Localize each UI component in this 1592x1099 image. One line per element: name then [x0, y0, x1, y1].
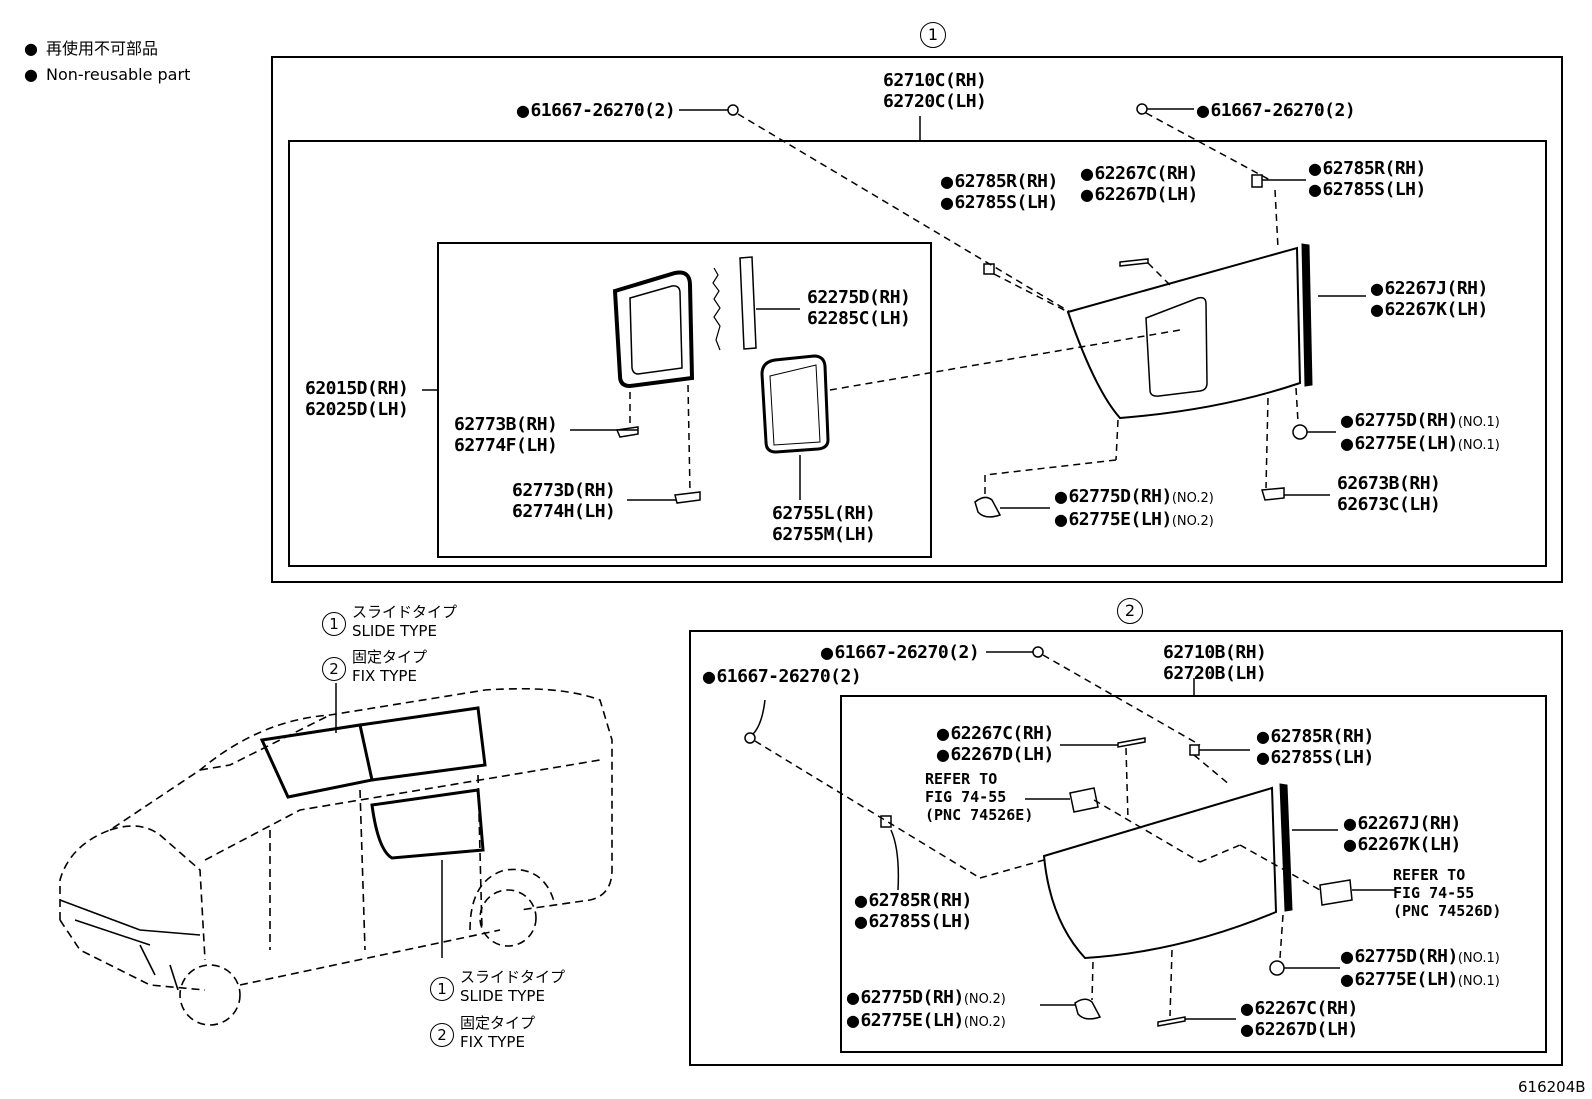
- panel-2-parts: [744, 646, 1395, 1027]
- stopper-no2-2-icon: [1074, 998, 1102, 1020]
- p2-clip-left-label: 61667-26270(2): [702, 666, 861, 687]
- fix-window-glass-icon: [1042, 786, 1278, 960]
- panel-1-inner-frame: [288, 140, 1547, 567]
- stopper-no2-icon: [974, 496, 1002, 518]
- legend-jp: 再使用不可部品: [45, 39, 158, 58]
- panel-1-outer-frame: [271, 56, 1563, 583]
- upper-window-icon: [259, 723, 374, 799]
- sub-frame-icon: [612, 270, 695, 389]
- legend-dot-icon: [24, 39, 46, 58]
- p1-62275-label: 62275D(RH) 62285C(LH): [807, 287, 911, 329]
- stopper-no1-2-icon: [1269, 960, 1285, 976]
- p1-62785-b-label: 62785R(RH) 62785S(LH): [1308, 158, 1426, 200]
- p1-62755-label: 62755L(RH) 62755M(LH): [772, 503, 876, 545]
- bracket-62673-icon: [1261, 487, 1285, 501]
- p1-62775-no2-label: 62775D(RH)(NO.2) 62775E(LH)(NO.2): [1054, 486, 1214, 532]
- legend: 再使用不可部品 Non-reusable part: [24, 36, 190, 88]
- p2-62775-no1-label: 62775D(RH)(NO.1) 62775E(LH)(NO.1): [1340, 946, 1500, 992]
- van-illustration: [59, 687, 613, 1026]
- p2-assy-label: 62710B(RH) 62720B(LH): [1163, 642, 1267, 684]
- p2-62267jk-label: 62267J(RH) 62267K(LH): [1343, 813, 1461, 855]
- type-marker-1-top: 1: [322, 612, 346, 636]
- p1-62267cd-label: 62267C(RH) 62267D(LH): [1080, 163, 1198, 205]
- p1-62267jk-label: 62267J(RH) 62267K(LH): [1370, 278, 1488, 320]
- p1-62773d-label: 62773D(RH) 62774H(LH): [512, 480, 616, 522]
- p1-62775-no1-label: 62775D(RH)(NO.1) 62775E(LH)(NO.1): [1340, 410, 1500, 456]
- slide-window-opening-icon: [1145, 296, 1208, 397]
- p2-refer-a: REFER TO FIG 74-55 (PNC 74526E): [925, 770, 1034, 824]
- refer-part-b-icon: [1319, 879, 1353, 906]
- p2-62267cd-a-label: 62267C(RH) 62267D(LH): [936, 723, 1054, 765]
- panel-1-subassembly-frame: [437, 242, 932, 558]
- seal-62267c-3-icon: [1157, 1016, 1186, 1027]
- p2-62785-a-label: 62785R(RH) 62785S(LH): [1256, 726, 1374, 768]
- guide-62275-icon: [739, 256, 757, 350]
- slide-window-glass-icon: [1066, 246, 1302, 420]
- p2-62785-b-label: 62785R(RH) 62785S(LH): [854, 890, 972, 932]
- group-marker-2: 2: [1117, 598, 1143, 624]
- p2-62267cd-b-label: 62267C(RH) 62267D(LH): [1240, 998, 1358, 1040]
- glass-62755-icon: [760, 354, 830, 454]
- seal-62267c-icon: [1119, 258, 1149, 267]
- type-caption-bottom-2: 固定タイプ FIX TYPE: [460, 1014, 536, 1051]
- p1-62673-label: 62673B(RH) 62673C(LH): [1337, 473, 1441, 515]
- clip-62785-d-icon: [880, 815, 892, 828]
- type-marker-2-top: 2: [322, 657, 346, 681]
- side-window-icon: [370, 788, 485, 860]
- van-solid-lines: [59, 899, 201, 991]
- p1-62785-a-label: 62785R(RH) 62785S(LH): [940, 171, 1058, 213]
- type-marker-1-bottom: 1: [430, 977, 454, 1001]
- weatherstrip-2-icon: [1279, 783, 1293, 912]
- bracket-62773d-icon: [674, 491, 701, 504]
- stopper-no1-icon: [1292, 424, 1308, 440]
- type-marker-2-bottom: 2: [430, 1023, 454, 1047]
- clip-62785-a-icon: [983, 263, 995, 275]
- figure-code: 616204B: [1518, 1078, 1586, 1096]
- legend-en: Non-reusable part: [45, 65, 191, 84]
- legend-dot-icon: [24, 65, 46, 84]
- p1-62773b-label: 62773B(RH) 62774F(LH): [454, 414, 558, 456]
- p1-clip-right-label: 61667-26270(2): [1196, 100, 1355, 121]
- seal-62267c-2-icon: [1117, 737, 1146, 748]
- panel-2-outer-frame: [689, 630, 1563, 1066]
- type-caption-top-1: スライドタイプ SLIDE TYPE: [352, 603, 458, 640]
- panel-1-parts: [422, 103, 1366, 518]
- p2-62775-no2-label: 62775D(RH)(NO.2) 62775E(LH)(NO.2): [846, 987, 1006, 1033]
- panel-2-dashed-guides: [754, 654, 1321, 1017]
- p1-clip-left-label: 61667-26270(2): [516, 100, 675, 121]
- van-leaders: [335, 683, 443, 958]
- type-caption-bottom-1: スライドタイプ SLIDE TYPE: [460, 968, 566, 1005]
- refer-part-a-icon: [1069, 787, 1099, 813]
- type-caption-top-2: 固定タイプ FIX TYPE: [352, 648, 428, 685]
- p2-clip-top-label: 61667-26270(2): [820, 642, 979, 663]
- bracket-62773b-icon: [615, 426, 639, 438]
- van-windows-highlight: [259, 706, 487, 860]
- weatherstrip-icon: [1301, 243, 1313, 387]
- panel-1-dashed-guides: [629, 112, 1299, 496]
- clip-62785-b-icon: [1251, 174, 1263, 188]
- p1-assy-label: 62710C(RH) 62720C(LH): [883, 70, 987, 112]
- group-marker-1: 1: [920, 22, 946, 48]
- p2-refer-b: REFER TO FIG 74-55 (PNC 74526D): [1393, 866, 1502, 920]
- clip-62785-c-icon: [1189, 744, 1200, 756]
- p1-subassy-label: 62015D(RH) 62025D(LH): [305, 378, 409, 420]
